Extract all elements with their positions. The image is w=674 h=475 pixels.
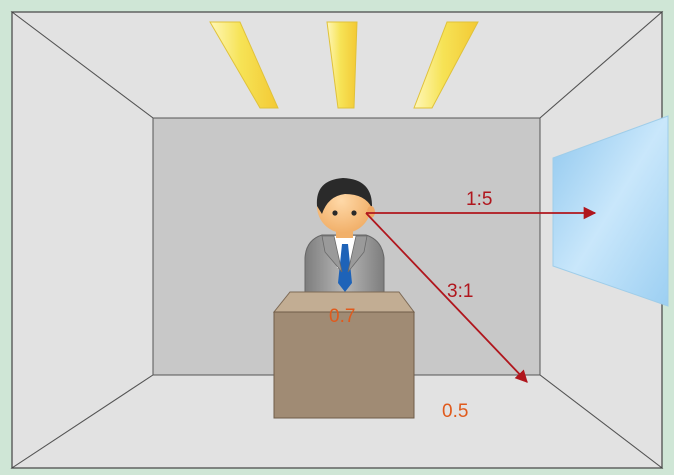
eye-right: [351, 210, 356, 215]
floor-reflectance-label: 0.5: [442, 401, 468, 422]
floor-ratio-label: 3:1: [447, 281, 473, 302]
window-ratio-label: 1:5: [466, 189, 492, 210]
desk-reflectance-label: 0.7: [329, 306, 355, 327]
desk-front: [274, 312, 414, 418]
eye-left: [332, 210, 337, 215]
